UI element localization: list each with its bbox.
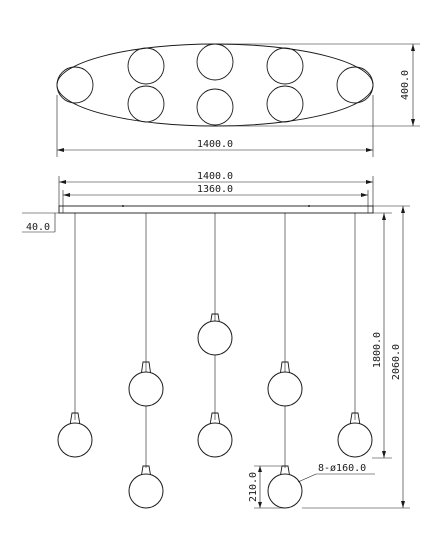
top-globe-4 [196, 43, 234, 81]
oval-canopy-outline [56, 43, 374, 127]
pendant-globe-4 [197, 313, 233, 356]
total-height-dimension: 2060.0 [302, 205, 410, 509]
top-globe-5 [196, 88, 234, 126]
ceiling-canopy-bar [58, 205, 374, 214]
globe-spec-label: 8-ø160.0 [318, 463, 366, 474]
top-globe-2 [127, 47, 165, 85]
pendant-globes [57, 313, 373, 509]
top-globe-3 [127, 85, 165, 123]
suspension-cables [74, 213, 356, 468]
pendant-globe-1 [57, 412, 93, 458]
globe-spec-callout: 8-ø160.0 [297, 463, 375, 483]
pendant-globe-2 [128, 361, 164, 407]
pendant-globe-8 [337, 412, 373, 458]
top-width-dimension: 1400.0 [56, 95, 374, 157]
top-globe-7 [266, 85, 304, 123]
pendant-globe-3 [128, 465, 164, 509]
top-view: 1400.0 400.0 [56, 43, 420, 157]
canopy-height-label: 40.0 [26, 222, 50, 233]
cable-length-dimension: 1800.0 [372, 212, 392, 459]
pendant-globe-5 [197, 412, 233, 458]
globe-height-dimension: 210.0 [248, 465, 285, 509]
total-height-label: 2060.0 [391, 344, 402, 380]
top-depth-label: 400.0 [400, 70, 411, 100]
pendant-globe-6 [267, 361, 303, 407]
globe-height-label: 210.0 [248, 472, 259, 502]
top-width-label: 1400.0 [197, 139, 233, 150]
cable-length-label: 1800.0 [372, 332, 383, 368]
canopy-width-dimension: 1400.0 [58, 171, 374, 206]
pendant-globe-7 [267, 465, 303, 509]
canopy-width-label: 1400.0 [197, 171, 233, 182]
mount-width-label: 1360.0 [197, 184, 233, 195]
mount-width-dimension: 1360.0 [62, 184, 369, 206]
top-globe-1 [56, 66, 94, 104]
top-globe-6 [266, 47, 304, 85]
canopy-height-dimension: 40.0 [22, 212, 59, 233]
front-view: 1400.0 1360.0 40.0 [22, 171, 410, 509]
top-depth-dimension: 400.0 [215, 43, 420, 127]
top-globe-8 [336, 66, 374, 104]
